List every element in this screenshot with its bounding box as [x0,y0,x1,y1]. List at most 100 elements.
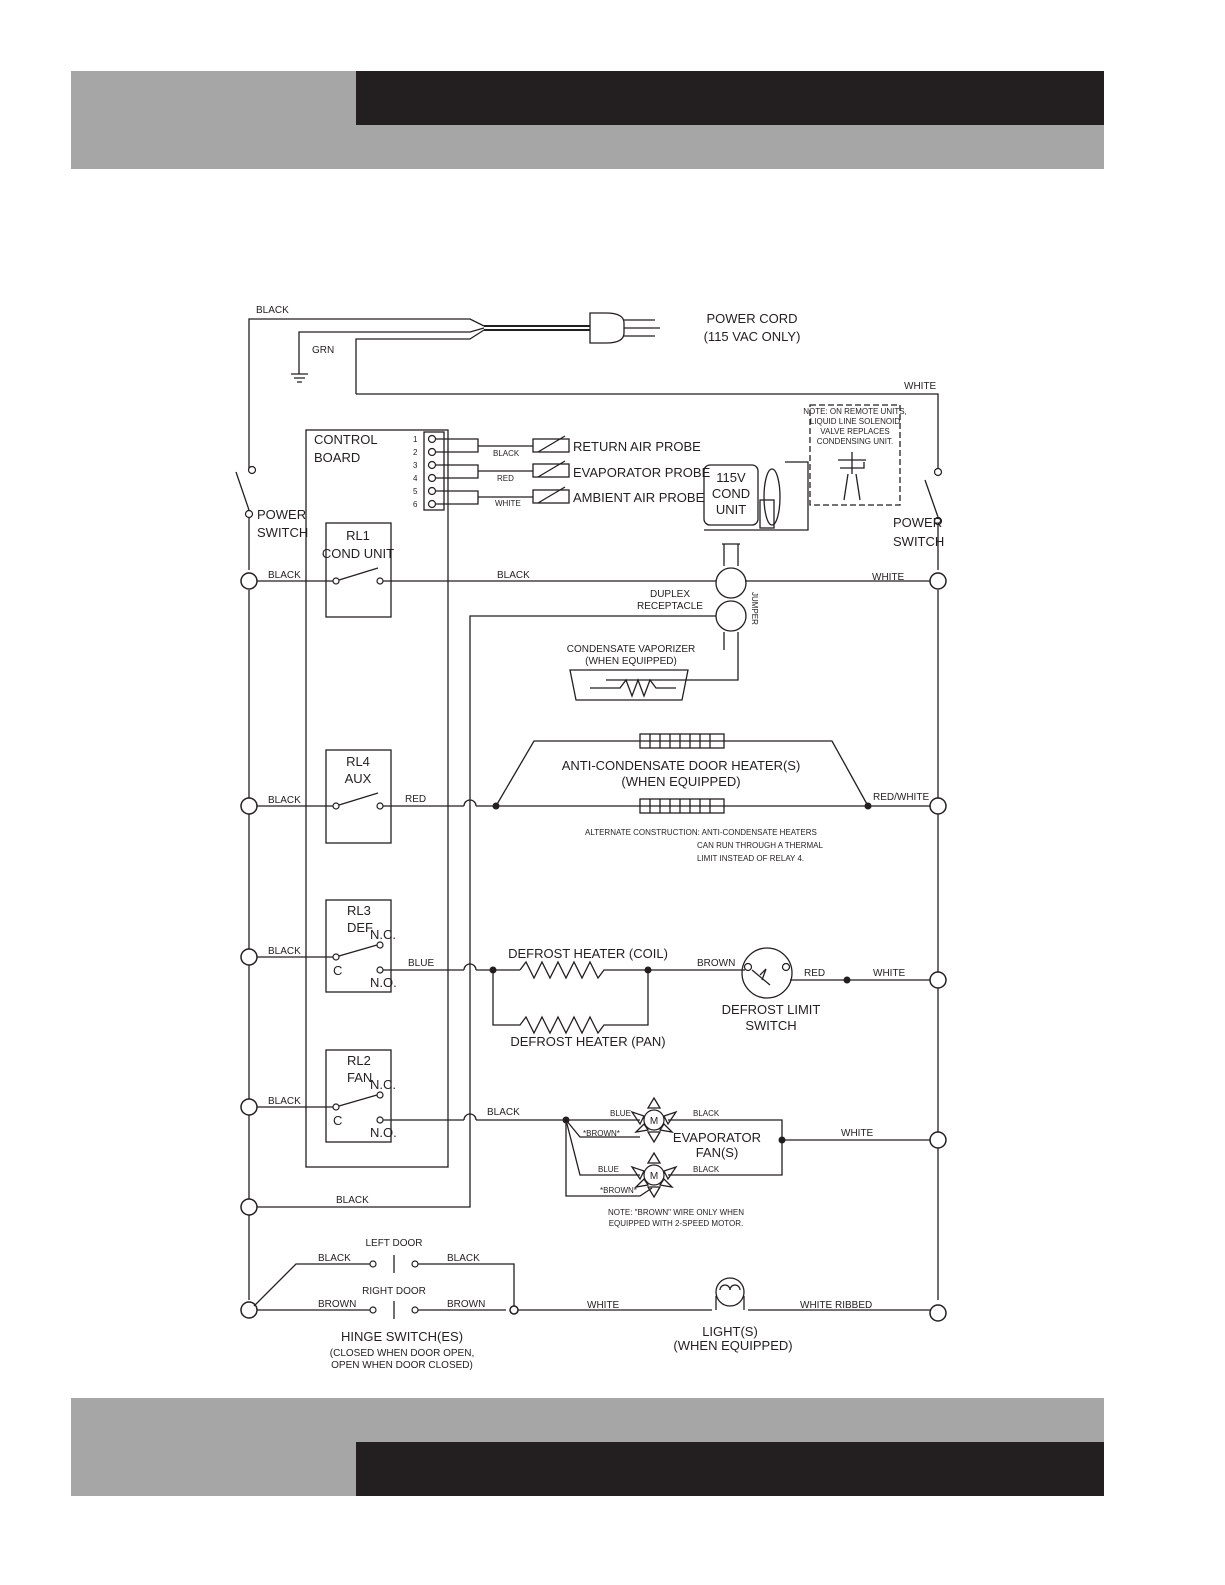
pin-6: 6 [413,500,418,509]
power-cord-sub: (115 VAC ONLY) [704,329,801,344]
defrost-pan-label: DEFROST HEATER (PAN) [510,1034,665,1049]
light-white-ribbed: WHITE RIBBED [800,1300,872,1311]
fan2-m: M [650,1171,658,1182]
cord-grn-label: GRN [312,345,334,356]
fan2-brown: *BROWN* [600,1186,637,1195]
pin-block: 1 2 3 4 5 6 [413,434,437,509]
rl3-nc: N.C. [370,927,396,942]
footer-dark-bar [356,1442,1104,1496]
condensing-unit: 115V COND UNIT [703,461,809,531]
fan-motor-2: M [630,1151,678,1199]
defrost-limit-switch: RED WHITE DEFROST LIMIT SWITCH [722,947,930,1033]
rl1-func: COND UNIT [322,546,394,561]
duplex-l1: DUPLEX [650,589,690,600]
hinge-brown-r: BROWN [447,1299,485,1310]
light: WHITE WHITE RIBBED LIGHT(S) (WHEN EQUIPP… [518,1277,930,1353]
rl3-black: BLACK [268,946,301,957]
wire-crossovers [463,799,477,1121]
limit-white: WHITE [873,968,906,979]
relay-rl3: RL3 DEF N.C. C N.O. BLACK BLUE [257,899,520,993]
rl1-black-out: BLACK [497,570,530,581]
probe-wire-white: WHITE [495,499,521,508]
rl2-no: N.O. [370,1125,397,1140]
evaporator-probe-label: EVAPORATOR PROBE [573,465,711,480]
rl1-black-in: BLACK [268,570,301,581]
control-board: CONTROL BOARD 1 2 3 4 5 6 BLACK RED WHIT… [305,429,711,1168]
pin-2: 2 [413,448,418,457]
power-cord-title: POWER CORD [707,311,798,326]
light-l2: (WHEN EQUIPPED) [673,1338,792,1353]
rl4-black: BLACK [268,795,301,806]
power-switch-left-l1: POWER [257,507,306,522]
power-switch-left: POWER SWITCH [235,465,308,570]
fan1-m: M [650,1116,658,1127]
header-dark-bar [356,71,1104,125]
relay-rl2: RL2 FAN N.C. C N.O. BLACK BLACK [257,1049,566,1143]
probe-wire-red: RED [497,474,514,483]
ambient-air-probe-label: AMBIENT AIR PROBE [573,490,705,505]
anti-heater-l1: ANTI-CONDENSATE DOOR HEATER(S) [562,758,801,773]
remote-note-l1: NOTE: ON REMOTE UNITS, [803,407,907,416]
fan2-black: BLACK [693,1165,720,1174]
cond-unit-l3: UNIT [716,502,746,517]
fan-motor-1: M [630,1096,678,1144]
evap-fan-l1: EVAPORATOR [673,1130,761,1145]
left-door-label: LEFT DOOR [365,1238,422,1249]
rl2-func: FAN [347,1070,372,1085]
rl2-nc: N.C. [370,1077,396,1092]
remote-note-l4: CONDENSING UNIT. [817,437,893,446]
power-switch-right-l1: POWER [893,515,942,530]
bottom-black-label: BLACK [336,1195,369,1206]
duplex-jumper: JUMPER [750,592,759,625]
vaporizer-l1: CONDENSATE VAPORIZER [567,644,696,655]
fan1-brown: *BROWN* [583,1129,620,1138]
remote-note-box: NOTE: ON REMOTE UNITS, LIQUID LINE SOLEN… [803,404,907,506]
limit-l1: DEFROST LIMIT [722,1002,821,1017]
defrost-heaters: DEFROST HEATER (COIL) DEFROST HEATER (PA… [489,946,745,1049]
power-cord: BLACK GRN POWER CORD (115 VAC ONLY) WHIT… [248,305,939,470]
vaporizer-l2: (WHEN EQUIPPED) [585,656,677,667]
rl3-no: N.O. [370,975,397,990]
light-white: WHITE [587,1300,620,1311]
hinge-l3: OPEN WHEN DOOR CLOSED) [331,1360,473,1371]
ground-symbol [291,373,308,383]
anti-heater-l2: (WHEN EQUIPPED) [621,774,740,789]
fan1-blue: BLUE [610,1109,631,1118]
alt-note-l3: LIMIT INSTEAD OF RELAY 4. [697,854,804,863]
limit-l2: SWITCH [745,1018,796,1033]
hinge-switches: BLACK BLACK BROWN BROWN LEFT DOOR RIGHT … [253,1238,519,1371]
rl3-func: DEF [347,920,373,935]
rl3-c: C [333,963,342,978]
return-air-probe-label: RETURN AIR PROBE [573,439,701,454]
rl2-c: C [333,1113,342,1128]
defrost-coil-label: DEFROST HEATER (COIL) [508,946,668,961]
fan1-black: BLACK [693,1109,720,1118]
power-switch-right-l2: SWITCH [893,534,944,549]
hinge-l1: HINGE SWITCH(ES) [341,1329,463,1344]
fan2-blue: BLUE [598,1165,619,1174]
rl4-red-white: RED/WHITE [873,792,929,803]
rl3-blue: BLUE [408,958,434,969]
fan-white: WHITE [841,1128,874,1139]
condensate-vaporizer: CONDENSATE VAPORIZER (WHEN EQUIPPED) [567,644,696,701]
limit-red: RED [804,968,825,979]
hinge-black-l: BLACK [318,1253,351,1264]
rl1-name: RL1 [346,528,370,543]
power-switch-left-l2: SWITCH [257,525,308,540]
remote-note-l2: LIQUID LINE SOLENOID [810,417,900,426]
relay-rl4: RL4 AUX BLACK RED RED/WHITE [257,749,930,844]
cord-white-label: WHITE [904,381,937,392]
evap-fan-l2: FAN(S) [696,1145,739,1160]
cond-unit-l2: COND [712,486,750,501]
rl4-func: AUX [345,771,372,786]
probe-wire-black: BLACK [493,449,520,458]
pin-4: 4 [413,474,418,483]
pin-1: 1 [413,435,418,444]
brown-note-l1: NOTE: "BROWN" WIRE ONLY WHEN [608,1208,744,1217]
rl4-red: RED [405,794,426,805]
alt-note-l2: CAN RUN THROUGH A THERMAL [697,841,823,850]
cord-black-label: BLACK [256,305,289,316]
alt-note-l1: ALTERNATE CONSTRUCTION: ANTI-CONDENSATE … [585,828,817,837]
rl2-name: RL2 [347,1053,371,1068]
